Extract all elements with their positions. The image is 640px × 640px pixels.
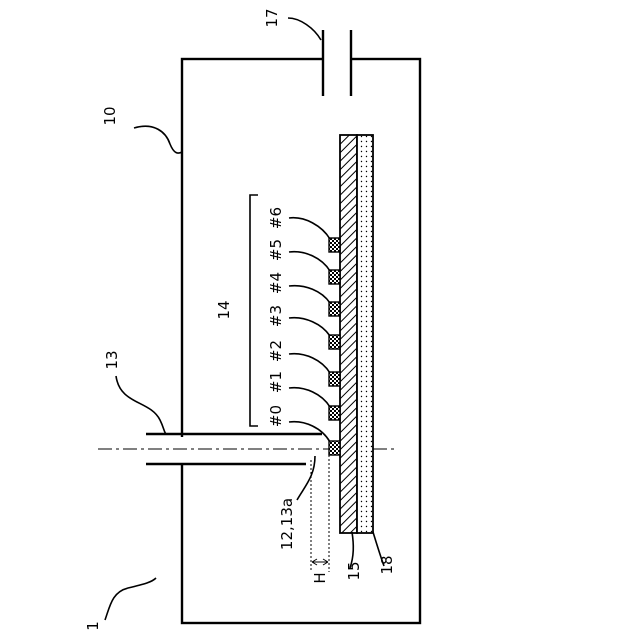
- label-sample-group: 14: [215, 300, 233, 319]
- sample-labels: #0 #1 #2 #3 #4 #5 #6: [267, 207, 285, 427]
- group-bracket: [250, 195, 258, 426]
- label-gap: H: [311, 572, 329, 583]
- label-nozzle-exit: 12,13a: [278, 498, 296, 550]
- sample-label-5: #5: [267, 239, 285, 261]
- label-port: 17: [263, 8, 281, 27]
- sample-6-block: [329, 238, 340, 252]
- label-apparatus: 1: [84, 621, 102, 631]
- sample-label-0: #0: [267, 405, 285, 427]
- sample-3-block: [329, 335, 340, 349]
- exhaust-port: [323, 30, 351, 96]
- gap-dimension: [311, 455, 329, 572]
- label-chamber: 10: [101, 106, 119, 125]
- chamber-outline: [182, 59, 420, 623]
- sample-1-block: [329, 406, 340, 420]
- sample-4-block: [329, 302, 340, 316]
- label-substrate: 15: [345, 561, 363, 580]
- holder: [357, 135, 373, 533]
- sample-label-3: #3: [267, 305, 285, 327]
- sample-label-6: #6: [267, 207, 285, 229]
- substrate: [340, 135, 357, 533]
- sample-label-2: #2: [267, 340, 285, 362]
- sample-label-4: #4: [267, 272, 285, 294]
- sample-leaders: [289, 218, 330, 442]
- sample-0-block: [329, 441, 340, 455]
- sample-label-1: #1: [267, 371, 285, 393]
- label-holder: 18: [378, 555, 396, 574]
- sample-5-block: [329, 270, 340, 284]
- sample-2-block: [329, 372, 340, 386]
- label-nozzle: 13: [103, 350, 121, 369]
